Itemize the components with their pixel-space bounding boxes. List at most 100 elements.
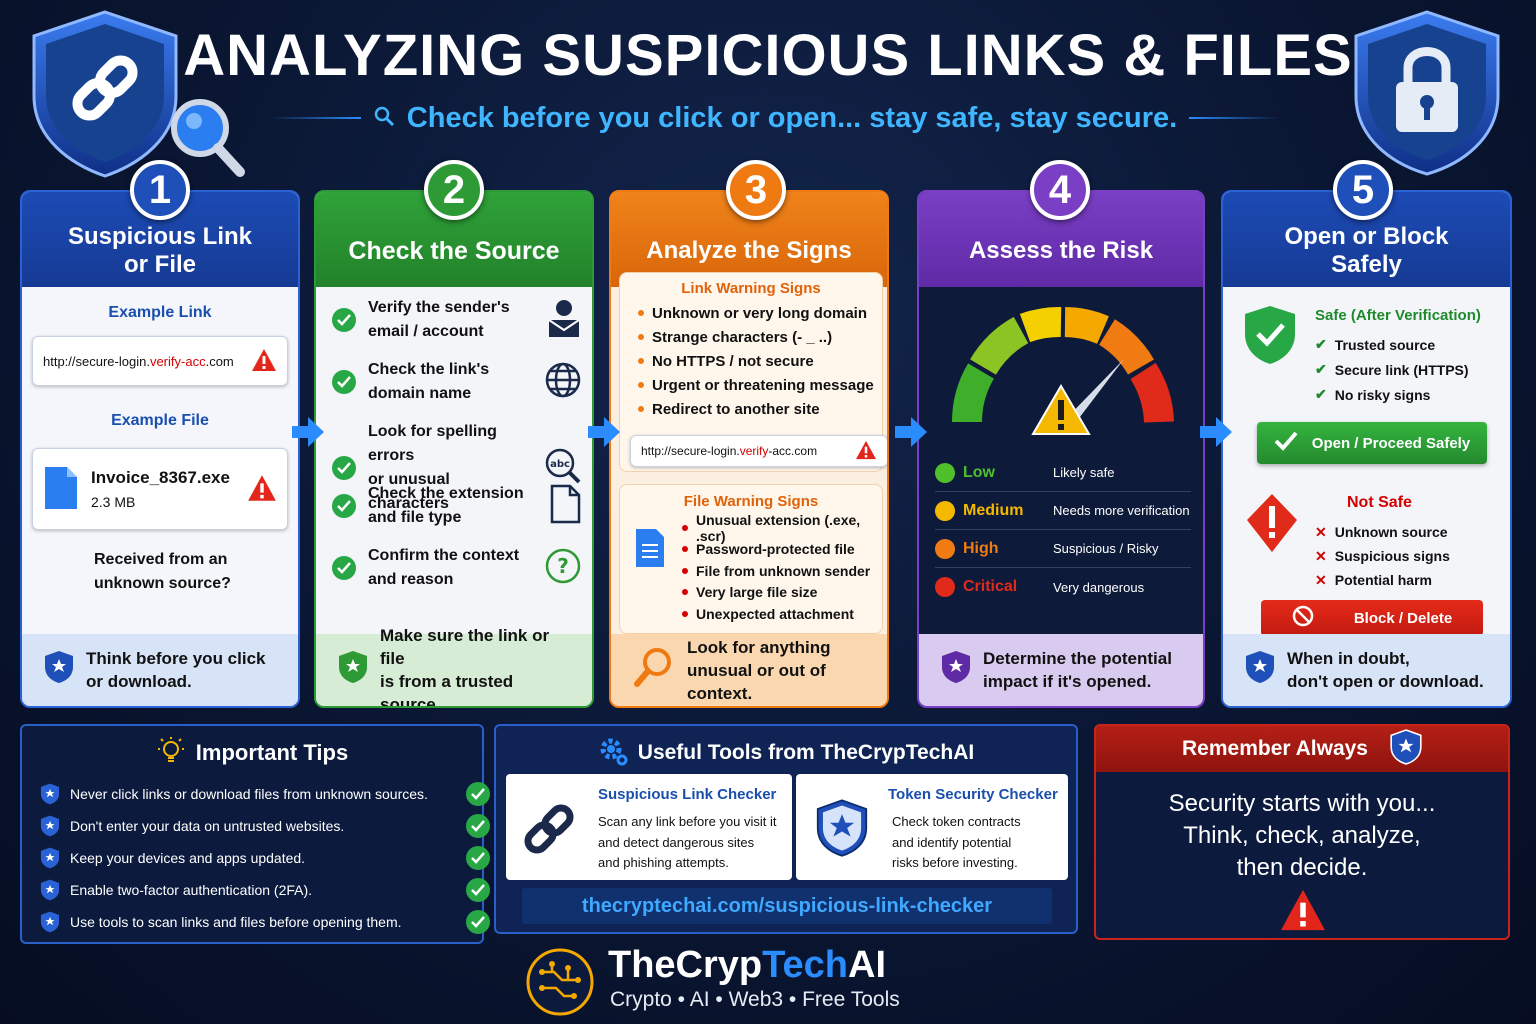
safe-title: Safe (After Verification) [1315,307,1481,324]
useful-tools-panel: Useful Tools from TheCrypTechAI Suspicio… [494,724,1078,934]
warning-icon [855,440,877,463]
open-proceed-button[interactable]: Open / Proceed Safely [1257,422,1487,464]
remember-line: Security starts with you... [1168,790,1436,817]
remember-line: then decide. [1236,854,1368,881]
check-icon [466,910,490,934]
safe-item: ✔No risky signs [1315,386,1431,403]
link-warning-item: Urgent or threatening message [638,373,882,397]
step-5-number: 5 [1333,160,1393,220]
left-shield-link-icon [30,8,245,183]
shield-check-icon [1243,304,1297,370]
right-shield-lock-icon [1352,8,1502,178]
link-warning-item: No HTTPS / not secure [638,349,882,373]
file-name: Invoice_8367.exe [91,468,230,487]
remember-title: Remember Always [1182,737,1368,760]
link-warning-item: Redirect to another site [638,397,882,421]
check-icon [332,456,356,480]
step-3-number: 3 [726,160,786,220]
brand-tagline: Crypto • AI • Web3 • Free Tools [610,988,900,1011]
tool-name: Suspicious Link Checker [598,786,777,803]
tip-item: Use tools to scan links and files before… [40,908,490,936]
brand-logo-icon [524,946,596,1022]
tip-item: Keep your devices and apps updated. [40,844,490,872]
tool-card-token-checker[interactable]: Token Security Checker Check token contr… [796,774,1068,880]
warning-icon [247,474,277,505]
check-icon [332,556,356,580]
check-icon [1274,431,1298,455]
check-icon [332,370,356,394]
brand-name: TheCrypTechAI [608,944,887,986]
document-lines-icon [634,527,666,573]
arrow-right-icon [290,414,326,450]
check-icon [466,814,490,838]
link-warning-item: Strange characters (- _ ..) [638,325,882,349]
shield-star-icon [1390,729,1422,769]
link-chain-icon [520,800,578,862]
arrow-right-icon [893,414,929,450]
question-icon: ? [544,547,582,589]
warning-icon [251,348,277,375]
file-warnings-title: File Warning Signs [683,493,819,510]
svg-text:?: ? [557,554,569,578]
unsafe-item: ✕Unknown source [1315,523,1448,541]
shield-star-icon [44,650,74,690]
block-delete-button[interactable]: Block / Delete [1261,600,1483,636]
file-warning-item: Unusual extension (.exe, .scr) [682,512,882,544]
file-size: 2.3 MB [91,494,136,510]
page-subtitle: Check before you click or open... stay s… [406,101,1178,134]
step-3-card: Analyze the Signs Link Warning Signs Unk… [609,190,889,708]
tool-name: Token Security Checker [888,786,1058,803]
shield-star-icon [816,798,868,862]
shield-star-icon [941,650,971,690]
step-2-header: Check the Source [316,192,592,287]
tool-card-link-checker[interactable]: Suspicious Link Checker Scan any link be… [506,774,792,880]
file-warning-item: Password-protected file [682,539,882,561]
check-icon [332,308,356,332]
document-icon [43,465,79,514]
danger-icon [1245,492,1299,558]
divider-line [1189,117,1281,119]
file-warning-item: Very large file size [682,582,882,604]
abc-search-icon: abc [544,447,582,489]
tips-title: Important Tips [195,740,349,765]
arrow-right-icon [1198,414,1234,450]
tool-url-link[interactable]: thecryptechai.com/suspicious-link-checke… [522,888,1052,924]
unsafe-item: ✕Potential harm [1315,571,1432,589]
example-file-card: Invoice_8367.exe 2.3 MB [32,448,288,530]
tools-title: Useful Tools from TheCrypTechAI [637,741,975,764]
unsafe-item: ✕Suspicious signs [1315,547,1450,565]
example-link-field: http://secure-login.verify-acc.com [32,336,288,386]
lightbulb-icon [156,736,186,770]
example-file-label: Example File [111,412,209,429]
step-4-number: 4 [1030,160,1090,220]
check-icon [466,878,490,902]
magnifier-icon [373,105,395,131]
analyzed-link-field: http://secure-login.verify-acc.com [630,435,887,467]
link-warning-item: Unknown or very long domain [638,301,882,325]
tip-item: Never click links or download files from… [40,780,490,808]
safe-item: ✔Secure link (HTTPS) [1315,361,1469,378]
svg-text:abc: abc [550,459,570,470]
example-link-label: Example Link [108,304,212,321]
block-icon [1292,605,1314,631]
risk-gauge [919,274,1203,454]
tip-item: Enable two-factor authentication (2FA). [40,876,490,904]
divider-line [270,117,361,119]
shield-star-icon [338,650,368,690]
link-warnings-box: Link Warning Signs Unknown or very long … [619,272,887,472]
check-icon [466,782,490,806]
page-title: ANALYZING SUSPICIOUS LINKS & FILES [183,23,1353,88]
subtitle-bar: Check before you click or open... stay s… [270,98,1281,138]
